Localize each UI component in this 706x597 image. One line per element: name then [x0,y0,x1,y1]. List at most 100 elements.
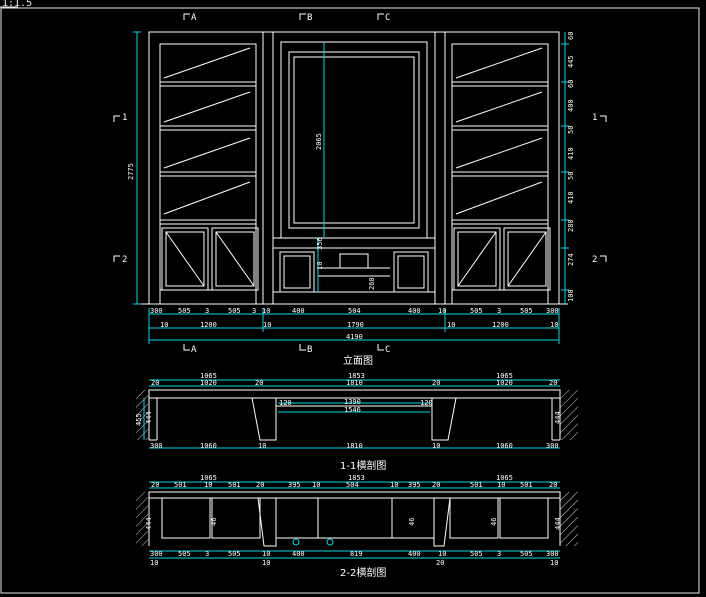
svg-text:46: 46 [210,518,218,526]
svg-text:100: 100 [567,289,575,302]
marker-a-bottom: A [191,345,197,355]
dim-overall-width: 4190 [346,333,363,341]
svg-text:3: 3 [497,307,501,315]
cabinet-outline [148,31,560,305]
svg-text:445: 445 [567,55,575,68]
svg-text:504: 504 [346,481,359,489]
marker-c-top: C [385,13,390,23]
marker-2-left: 2 [122,255,127,265]
bottom-row-texts: 300 505 3 505 3 10 400 504 400 10 505 3 … [150,307,559,315]
marker-a-top: A [191,13,197,23]
svg-text:10: 10 [258,442,266,450]
svg-text:410: 410 [567,147,575,160]
svg-text:20: 20 [255,379,263,387]
svg-text:3: 3 [497,550,501,558]
svg-text:10: 10 [262,559,270,567]
svg-text:501: 501 [228,481,241,489]
svg-text:400: 400 [408,307,421,315]
svg-text:444: 444 [554,411,562,424]
svg-text:46: 46 [408,518,416,526]
marker-c-bottom: C [385,345,390,355]
dim-center-10a: 10 [263,321,271,329]
svg-text:444: 444 [554,517,562,530]
svg-text:1065: 1065 [200,372,217,380]
right-dim-ticks [561,43,569,291]
svg-text:20: 20 [432,379,440,387]
svg-text:455: 455 [135,413,143,426]
svg-text:501: 501 [174,481,187,489]
svg-text:400: 400 [292,550,305,558]
svg-text:1853: 1853 [348,474,365,482]
dim-center-height: 2065 [315,133,323,150]
svg-text:10: 10 [550,559,558,567]
svg-text:505: 505 [178,550,191,558]
svg-text:60: 60 [567,80,575,88]
svg-text:505: 505 [470,550,483,558]
section1-view: 1065 1853 1065 20 1020 20 1810 20 1020 2… [135,372,578,450]
svg-text:444: 444 [145,411,153,424]
svg-text:410: 410 [567,191,575,204]
dim-right-10: 10 [550,321,558,329]
marker-b-top: B [307,13,312,23]
section1-title: 1-1横剖图 [340,459,386,472]
svg-text:505: 505 [470,307,483,315]
svg-text:300: 300 [546,442,559,450]
svg-text:3: 3 [205,550,209,558]
svg-text:819: 819 [350,550,363,558]
svg-text:400: 400 [292,307,305,315]
marker-1-left: 1 [122,113,127,123]
svg-text:300: 300 [546,550,559,558]
svg-text:300: 300 [150,307,163,315]
dim-left-width: 1200 [200,321,217,329]
svg-text:274: 274 [567,253,575,266]
dim-height-total: 2775 [127,163,135,180]
svg-text:120: 120 [420,399,433,407]
svg-text:505: 505 [178,307,191,315]
svg-text:505: 505 [228,550,241,558]
svg-text:1065: 1065 [200,474,217,482]
svg-text:1065: 1065 [496,474,513,482]
svg-text:395: 395 [288,481,301,489]
svg-text:501: 501 [470,481,483,489]
svg-text:46: 46 [490,518,498,526]
dim-right-width: 1200 [492,321,509,329]
svg-text:1065: 1065 [496,372,513,380]
svg-text:280: 280 [567,219,575,232]
svg-text:50: 50 [567,172,575,180]
svg-text:120: 120 [279,399,292,407]
svg-text:20: 20 [436,559,444,567]
svg-text:20: 20 [549,481,557,489]
elevation-dimensions [133,31,566,344]
svg-text:10: 10 [204,481,212,489]
svg-text:10: 10 [312,481,320,489]
svg-text:20: 20 [151,379,159,387]
svg-text:20: 20 [432,481,440,489]
svg-text:1546: 1546 [344,406,361,414]
svg-text:501: 501 [520,481,533,489]
svg-text:1060: 1060 [200,442,217,450]
svg-text:395: 395 [408,481,421,489]
marker-b-bottom: B [307,345,312,355]
svg-text:3: 3 [252,307,256,315]
svg-text:10: 10 [438,550,446,558]
marker-2-right: 2 [592,255,597,265]
svg-text:1853: 1853 [348,372,365,380]
elevation-title: 立面图 [343,354,373,367]
svg-text:444: 444 [145,517,153,530]
svg-text:300: 300 [150,442,163,450]
svg-text:1810: 1810 [346,442,363,450]
svg-text:504: 504 [348,307,361,315]
dim-center-width: 1790 [347,321,364,329]
elevation-view [140,31,568,305]
dim-center-10b: 10 [447,321,455,329]
svg-text:3: 3 [205,307,209,315]
drawing-frame [0,7,700,594]
dim-center-mid-3: 260 [368,277,376,290]
svg-text:10: 10 [150,559,158,567]
svg-text:10: 10 [262,550,270,558]
svg-text:10: 10 [497,481,505,489]
dim-center-mid-1: 356 [316,237,324,250]
svg-text:300: 300 [150,550,163,558]
svg-text:505: 505 [520,307,533,315]
